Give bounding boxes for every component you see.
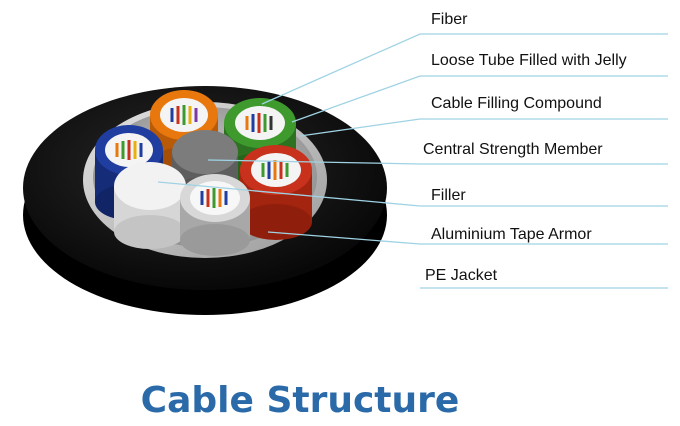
leader-line-central-member (207, 159, 668, 165)
leader-line-tape-armor (267, 231, 668, 245)
label-fiber: Fiber (431, 11, 468, 28)
label-cable-filling-compound: Cable Filling Compound (431, 95, 602, 112)
filler-shape (114, 162, 186, 249)
label-filler: Filler (431, 187, 466, 204)
leader-lines (157, 33, 668, 289)
leader-line-loose-tube (291, 75, 668, 123)
label-aluminium-tape-armor: Aluminium Tape Armor (431, 226, 592, 243)
leader-line-fiber (261, 33, 668, 105)
label-loose-tube: Loose Tube Filled with Jelly (431, 52, 627, 69)
leader-line-filler (157, 181, 668, 207)
label-pe-jacket: PE Jacket (425, 267, 498, 284)
diagram-caption: Cable Structure (140, 380, 460, 421)
label-central-strength-member: Central Strength Member (423, 141, 603, 158)
loose-tube-red (240, 145, 312, 240)
loose-tube-white (180, 174, 250, 256)
leader-line-filling-compound (299, 118, 668, 137)
